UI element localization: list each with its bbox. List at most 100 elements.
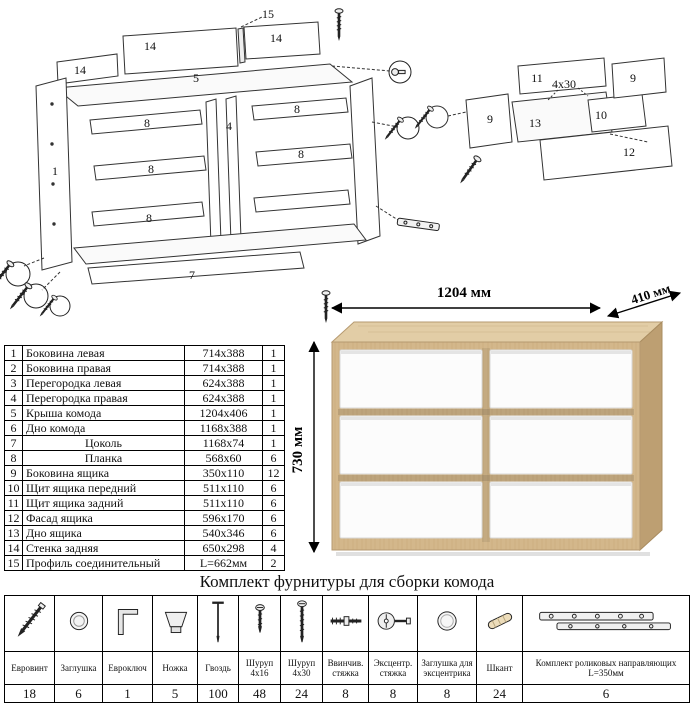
part-qty: 6 (262, 495, 285, 511)
hardware-qty: 24 (280, 684, 323, 703)
part-qty: 1 (262, 405, 285, 421)
part-size: 511x110 (184, 480, 263, 496)
part-callout-9: 9 (487, 112, 493, 126)
part-number: 1 (4, 345, 23, 361)
part-qty: 1 (262, 345, 285, 361)
hardware-name: Шкант (476, 651, 523, 685)
part-name: Цоколь (22, 435, 185, 451)
part-callout-8: 8 (146, 211, 152, 225)
part-size: 714x388 (184, 360, 263, 376)
part-name: Перегородка правая (22, 390, 185, 406)
part-size: 350x110 (184, 465, 263, 481)
part-number: 10 (4, 480, 23, 496)
part-size: 1168x74 (184, 435, 263, 451)
part-callout-11: 11 (531, 71, 543, 85)
hardware-kit-title: Комплект фурнитуры для сборки комода (199, 572, 495, 591)
part-callout-8: 8 (294, 102, 300, 116)
part-name: Планка (22, 450, 185, 466)
part-name: Щит ящика передний (22, 480, 185, 496)
part-callout-8: 8 (148, 162, 154, 176)
hardware-name: Шуруп 4x16 (238, 651, 281, 685)
part-qty: 2 (262, 555, 285, 571)
hardware-name: Заглушка для эксцентрика (417, 651, 477, 685)
part-qty: 1 (262, 360, 285, 376)
part-qty: 1 (262, 420, 285, 436)
dowel-icon (476, 595, 523, 652)
hardware-name: Евровинт (4, 651, 55, 685)
part-number: 5 (4, 405, 23, 421)
part-number: 7 (4, 435, 23, 451)
part-number: 3 (4, 375, 23, 391)
dimension-height-label: 730 мм (290, 427, 306, 474)
part-size: 540x346 (184, 525, 263, 541)
part-name: Щит ящика задний (22, 495, 185, 511)
hexkey-icon (102, 595, 153, 652)
part-size: 1204x406 (184, 405, 263, 421)
part-qty: 4 (262, 540, 285, 556)
hardware-name: Комплект роликовых направляющих L=350мм (522, 651, 690, 685)
part-size: L=662мм (184, 555, 263, 571)
part-callout-9: 9 (630, 71, 636, 85)
hardware-name: Ножка (152, 651, 198, 685)
hardware-name: Эксцентр. стяжка (368, 651, 418, 685)
part-name: Крыша комода (22, 405, 185, 421)
part-size: 714x388 (184, 345, 263, 361)
screw-4x16-icon (238, 595, 281, 652)
screw-in-connector-icon (322, 595, 369, 652)
dresser-render: 1204 мм 410 мм 730 мм (290, 280, 682, 556)
part-callout-4: 4 (226, 119, 232, 133)
part-name: Стенка задняя (22, 540, 185, 556)
part-number: 11 (4, 495, 23, 511)
part-size: 650x298 (184, 540, 263, 556)
part-size: 596x170 (184, 510, 263, 526)
drawer-fronts (339, 349, 633, 539)
euroscrew-icon (4, 595, 55, 652)
part-number: 15 (4, 555, 23, 571)
part-callout-8: 8 (144, 116, 150, 130)
screw-4x30-icon (280, 595, 323, 652)
part-name: Боковина левая (22, 345, 185, 361)
part-number: 9 (4, 465, 23, 481)
part-name: Боковина правая (22, 360, 185, 376)
part-name: Профиль соединительный (22, 555, 185, 571)
part-number: 8 (4, 450, 23, 466)
screw-size-callout: 4x30 (552, 77, 576, 91)
part-number: 12 (4, 510, 23, 526)
dimension-arrows (308, 290, 682, 554)
part-name: Боковина ящика (22, 465, 185, 481)
drawer-slide-icon (522, 595, 690, 652)
part-callout-14: 14 (270, 31, 282, 45)
hardware-name: Гвоздь (197, 651, 239, 685)
leg-icon (152, 595, 198, 652)
floor-shadow (336, 552, 650, 556)
hardware-qty: 100 (197, 684, 239, 703)
part-name: Перегородка левая (22, 375, 185, 391)
hardware-name: Шуруп 4x30 (280, 651, 323, 685)
part-qty: 6 (262, 480, 285, 496)
hardware-callouts-group (0, 7, 440, 325)
hardware-icons-row (4, 595, 690, 652)
cam-lock-icon (368, 595, 418, 652)
cap-icon (54, 595, 103, 652)
part-callout-7: 7 (189, 268, 195, 282)
part-callout-5: 5 (193, 71, 199, 85)
hardware-qty-row: 18 6 1 5 100 48 24 8 8 8 24 6 (4, 684, 690, 703)
part-callout-12: 12 (623, 145, 635, 159)
part-size: 1168x388 (184, 420, 263, 436)
part-qty: 1 (262, 390, 285, 406)
cam-cap-icon (417, 595, 477, 652)
part-qty: 12 (262, 465, 285, 481)
hardware-name: Заглушка (54, 651, 103, 685)
